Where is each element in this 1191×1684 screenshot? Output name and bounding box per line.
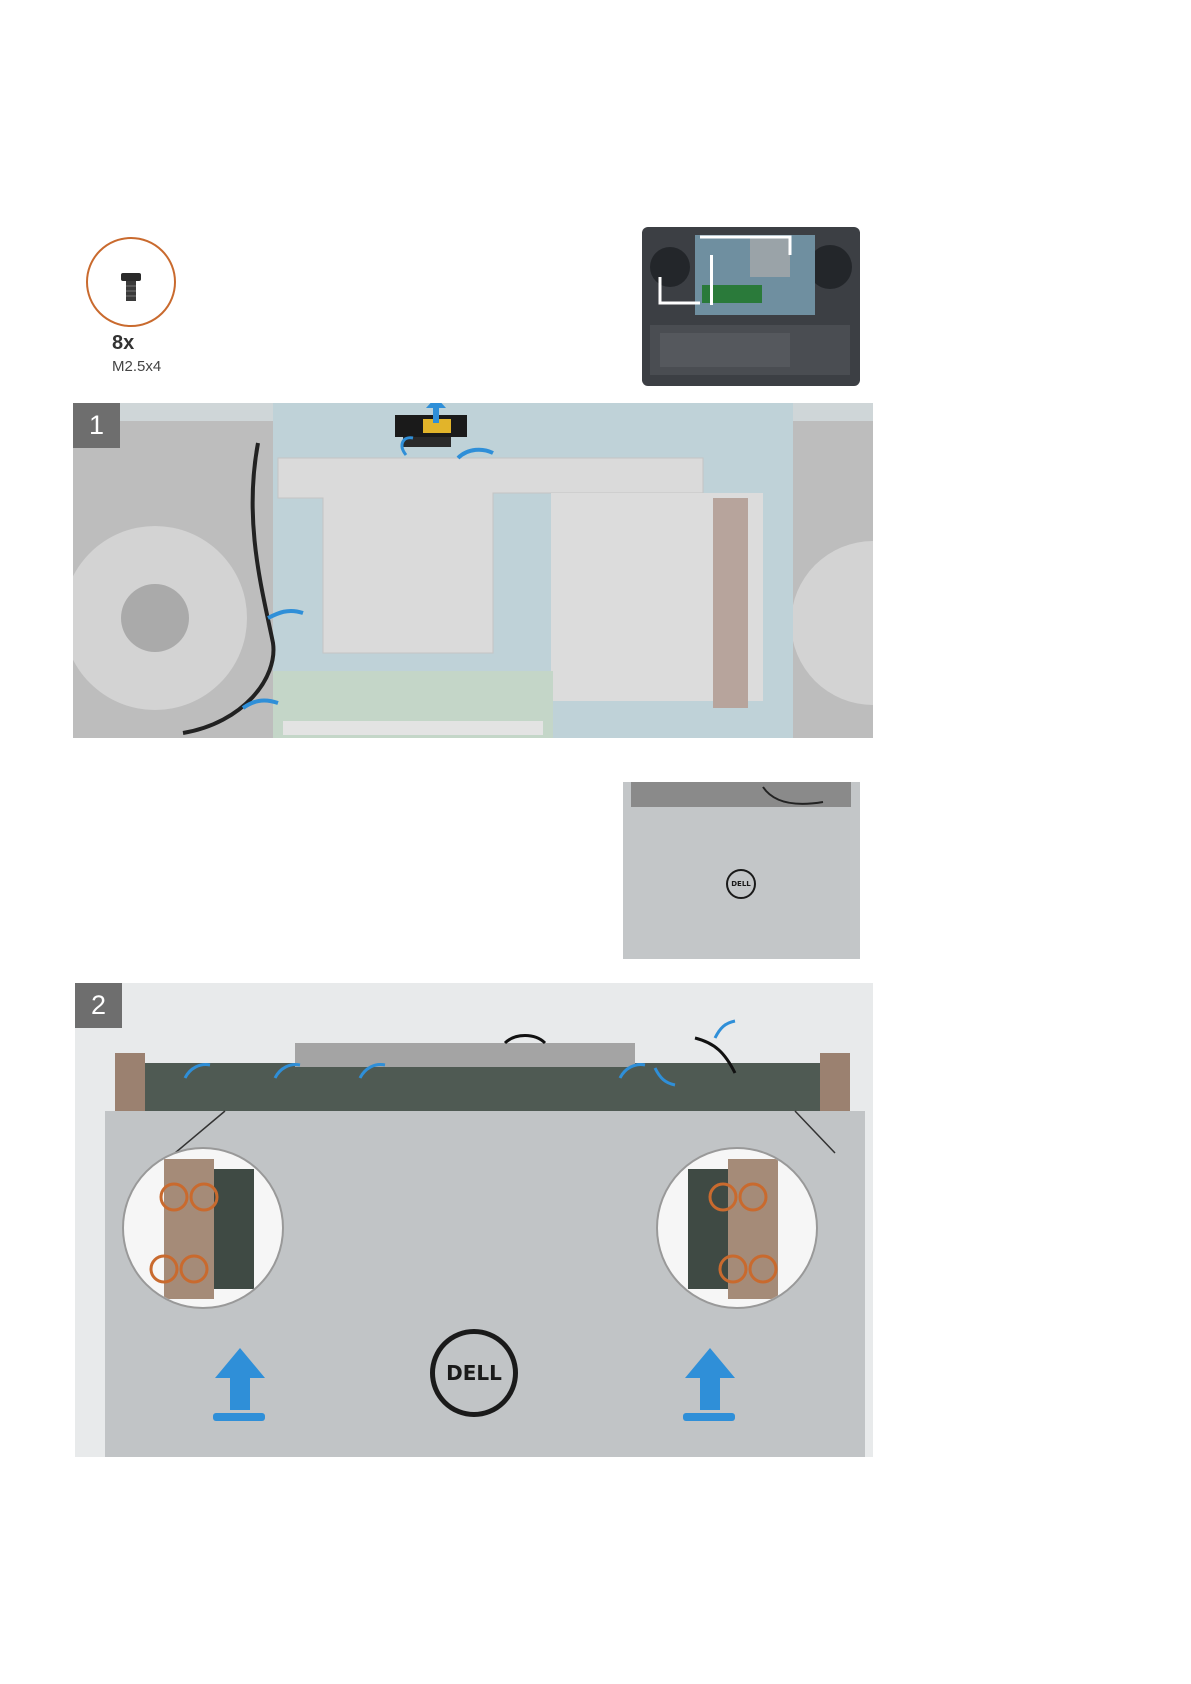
dell-logo-large-text: DELL [446, 1361, 502, 1385]
step-2-badge: 2 [75, 983, 122, 1028]
screw-spec: M2.5x4 [112, 358, 161, 375]
step-1-image [73, 403, 873, 738]
screw-quantity: 8x [112, 332, 134, 355]
dell-logo-small-text: DELL [731, 880, 751, 888]
dell-logo-large: DELL [430, 1329, 518, 1417]
dell-logo-small: DELL [726, 869, 756, 899]
step-1-badge: 1 [73, 403, 120, 448]
left-hinge-callout [122, 1147, 284, 1309]
screw-icon [88, 239, 174, 325]
right-hinge-callout [656, 1147, 818, 1309]
laptop-base-thumbnail [640, 225, 862, 388]
screw-indicator [86, 237, 176, 327]
